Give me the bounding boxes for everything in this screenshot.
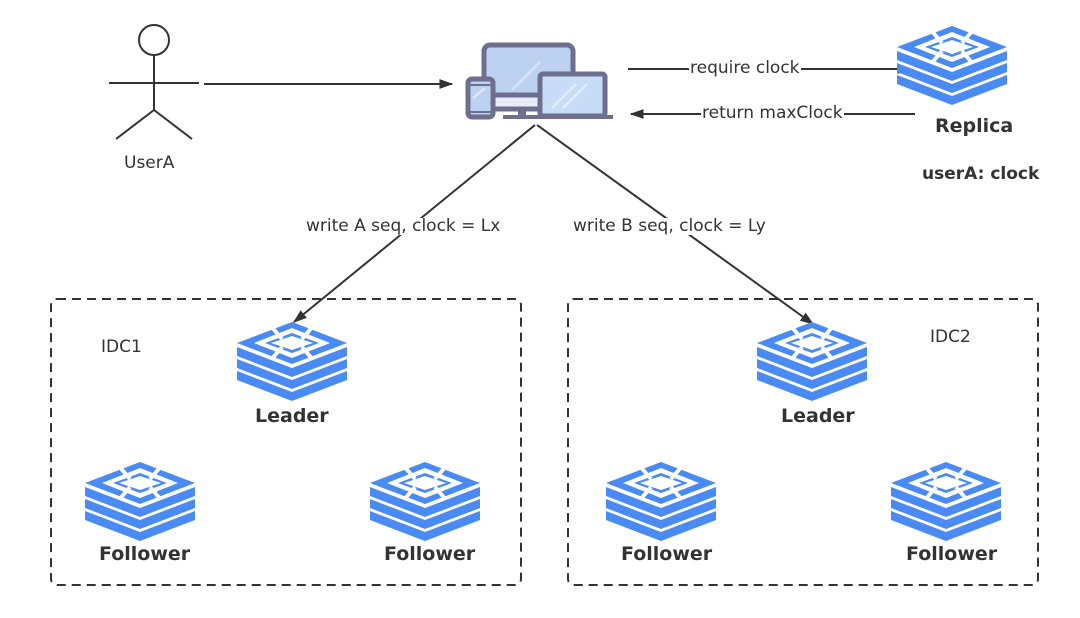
actor-usera[interactable] <box>109 24 199 140</box>
idc2-leader-label: Leader <box>781 405 855 427</box>
group-label-idc2: IDC2 <box>930 327 971 347</box>
replica-note: userA: clock <box>922 164 1040 184</box>
idc1-follower-2-label: Follower <box>384 543 476 565</box>
idc2-follower-1-db-icon[interactable] <box>606 462 716 541</box>
edge-label-require-clock: require clock <box>689 58 801 78</box>
devices-icon[interactable] <box>465 42 613 120</box>
idc2-follower-2-label: Follower <box>906 543 998 565</box>
actor-right-leg <box>153 109 193 140</box>
actor-head <box>138 24 170 56</box>
edge-label-write-a: write A seq, clock = Lx <box>305 216 502 236</box>
replica-label: Replica <box>935 115 1014 137</box>
idc1-leader-db-icon[interactable] <box>237 322 347 401</box>
idc1-follower-1-label: Follower <box>99 543 191 565</box>
edge-label-write-b: write B seq, clock = Ly <box>572 216 767 236</box>
idc2-follower-1-label: Follower <box>621 543 713 565</box>
idc1-follower-2-db-icon[interactable] <box>370 462 480 541</box>
idc2-leader-db-icon[interactable] <box>757 322 867 401</box>
actor-left-leg <box>115 109 155 140</box>
replica-db-icon[interactable] <box>897 26 1007 105</box>
group-idc2[interactable] <box>567 298 1039 586</box>
edge-label-return-maxclock: return maxClock <box>701 103 844 123</box>
group-idc1[interactable] <box>50 298 522 586</box>
actor-label: UserA <box>124 153 175 173</box>
idc2-follower-2-db-icon[interactable] <box>891 462 1001 541</box>
idc1-follower-1-db-icon[interactable] <box>85 462 195 541</box>
idc1-leader-label: Leader <box>255 405 329 427</box>
group-label-idc1: IDC1 <box>101 337 142 357</box>
